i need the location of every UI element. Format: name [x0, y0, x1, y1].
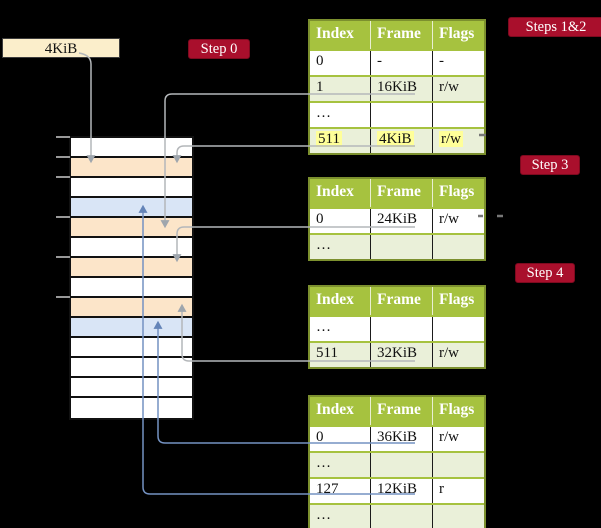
- column-header: Flags: [432, 21, 484, 49]
- memory-frame-row: [71, 178, 192, 198]
- table-cell: 0: [316, 211, 324, 227]
- table-row: …: [310, 233, 484, 259]
- table-cell: [432, 453, 484, 477]
- table-cell: -: [370, 51, 432, 75]
- memory-frame-row: [71, 358, 192, 378]
- step-3-badge: Step 3: [520, 155, 580, 175]
- memory-tick: [56, 176, 70, 178]
- frame-size-label: 4KiB: [2, 38, 120, 58]
- table-cell: -: [432, 51, 484, 75]
- step-0-badge: Step 0: [188, 39, 250, 59]
- table-row: …: [310, 503, 484, 528]
- table-cell: 127: [316, 481, 339, 497]
- table-cell: [370, 453, 432, 477]
- table-cell: 12KiB: [370, 479, 432, 503]
- memory-tick: [56, 216, 70, 218]
- table-cell: r/w: [432, 77, 484, 101]
- table-cell: …: [316, 237, 331, 253]
- column-header: Frame: [370, 179, 432, 207]
- table-cell: [432, 235, 484, 259]
- column-header: Flags: [432, 179, 484, 207]
- memory-frame-row: [71, 278, 192, 298]
- column-header: Flags: [432, 397, 484, 425]
- table-cell: 1: [316, 79, 324, 95]
- table-row: …: [310, 101, 484, 127]
- memory-frame-row: [71, 218, 192, 238]
- table-cell: 0: [316, 53, 324, 69]
- table-cell: r/w: [432, 209, 484, 233]
- table-cell: r/w: [432, 129, 484, 153]
- table-cell: r/w: [432, 427, 484, 451]
- table-row: …: [310, 315, 484, 341]
- table-cell: …: [316, 507, 331, 523]
- memory-frame-row: [71, 238, 192, 258]
- memory-tick: [56, 296, 70, 298]
- memory-frame-row: [71, 378, 192, 398]
- memory-frame-row: [71, 138, 192, 158]
- table-row: 0 --: [310, 49, 484, 75]
- memory-tick: [56, 256, 70, 258]
- steps-1-2-badge: Steps 1&2: [508, 17, 601, 37]
- table-cell: 511: [316, 345, 338, 361]
- column-header: Index: [316, 401, 354, 418]
- memory-frame-row: [71, 198, 192, 218]
- highlighted-value: r/w: [439, 131, 463, 147]
- highlighted-value: 511: [316, 131, 342, 147]
- table-cell: …: [316, 455, 331, 471]
- table-cell: [370, 235, 432, 259]
- memory-frame-row: [71, 398, 192, 418]
- memory-frame-row: [71, 298, 192, 318]
- step-4-badge: Step 4: [515, 263, 575, 283]
- column-header: Frame: [370, 287, 432, 315]
- table-cell: 36KiB: [370, 427, 432, 451]
- table-cell: [370, 103, 432, 127]
- table-row: 511 4KiB r/w: [310, 127, 484, 153]
- physical-memory-column: [69, 136, 194, 420]
- memory-frame-row: [71, 318, 192, 338]
- memory-tick: [56, 156, 70, 158]
- table-cell: 24KiB: [370, 209, 432, 233]
- highlighted-value: 4KiB: [377, 131, 414, 147]
- column-header: Index: [316, 183, 354, 200]
- column-header: Index: [316, 291, 354, 308]
- column-header: Frame: [370, 397, 432, 425]
- table-cell: [432, 317, 484, 341]
- column-header: Frame: [370, 21, 432, 49]
- table-cell: 16KiB: [370, 77, 432, 101]
- table-cell: …: [316, 319, 331, 335]
- table-cell: 511: [310, 129, 370, 153]
- table-cell: r: [432, 479, 484, 503]
- table-cell: 4KiB: [370, 129, 432, 153]
- memory-frame-row: [71, 338, 192, 358]
- table-cell: …: [316, 105, 331, 121]
- column-header: Index: [316, 25, 354, 42]
- table-cell: 0: [316, 429, 324, 445]
- table-cell: [370, 317, 432, 341]
- memory-frame-row: [71, 158, 192, 178]
- memory-frame-row: [71, 258, 192, 278]
- table-cell: [370, 505, 432, 528]
- table-cell: [432, 103, 484, 127]
- memory-tick: [56, 136, 70, 138]
- table-row: …: [310, 451, 484, 477]
- table-cell: 32KiB: [370, 343, 432, 367]
- column-header: Flags: [432, 287, 484, 315]
- table-cell: [432, 505, 484, 528]
- table-cell: r/w: [432, 343, 484, 367]
